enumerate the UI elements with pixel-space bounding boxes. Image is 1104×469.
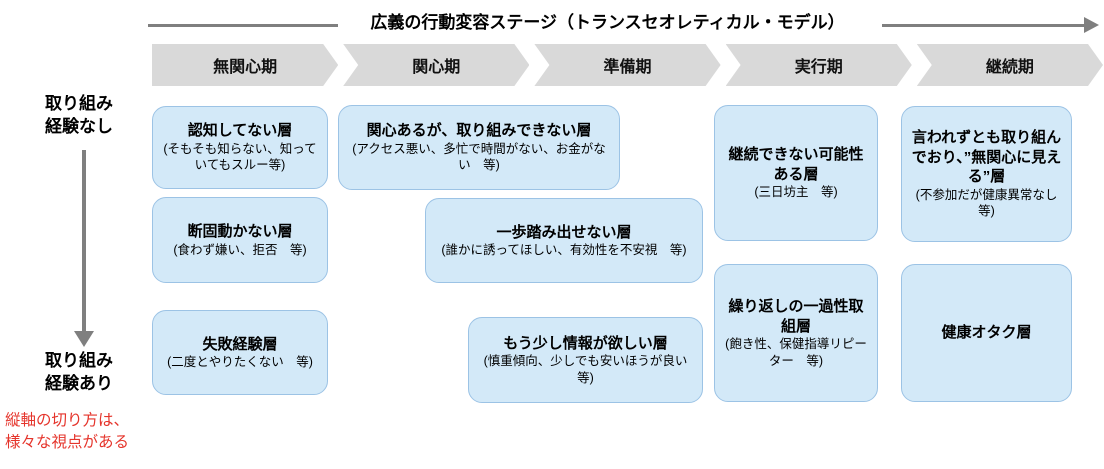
stage-chevron-preparation: 準備期 bbox=[534, 44, 720, 86]
stage-chevron-maintenance: 継続期 bbox=[917, 44, 1103, 86]
segment-sub: (食わず嫌い、拒否 等) bbox=[173, 242, 307, 257]
segment-title: 関心あるが、取り組みできない層 bbox=[366, 122, 592, 140]
segment-box-failure-experience: 失敗経験層 (二度とやりたくない 等) bbox=[152, 310, 328, 395]
segment-box-wants-more-info: もう少し情報が欲しい層 (慎重傾向、少しでも安いほうが良い 等) bbox=[468, 317, 703, 403]
vertical-axis-line bbox=[82, 150, 86, 331]
segment-sub: (不参加だが健康異常なし 等) bbox=[915, 187, 1070, 219]
segment-sub: (慎重傾向、少しでも安いほうが良い 等) bbox=[483, 354, 700, 385]
segment-box-may-not-continue: 継続できない可能性ある層 (三日坊主 等) bbox=[714, 105, 878, 241]
segment-box-repeated-one-off: 繰り返しの一過性取組層 (飽き性、保健指導リピーター 等) bbox=[714, 264, 878, 402]
segment-box-self-motivated-looks-indifferent: 言われずとも取り組んでおり、”無関心に見える”層 (不参加だが健康異常なし 等) bbox=[901, 106, 1072, 242]
segment-sub: (三日坊主 等) bbox=[754, 185, 838, 200]
segment-sub: (誰かに誘ってほしい、有効性を不安視 等) bbox=[441, 243, 687, 257]
segment-title: 失敗経験層 bbox=[202, 335, 278, 353]
segment-box-cannot-take-first-step: 一歩踏み出せない層 (誰かに誘ってほしい、有効性を不安視 等) bbox=[425, 198, 703, 283]
segment-title: 認知してない層 bbox=[187, 122, 293, 140]
segment-box-health-otaku: 健康オタク層 bbox=[901, 264, 1072, 402]
segment-title: もう少し情報が欲しい層 bbox=[503, 334, 668, 352]
segment-title: 繰り返しの一過性取組層 bbox=[728, 298, 864, 335]
segment-title: 言われずとも取り組んでおり、”無関心に見える”層 bbox=[911, 129, 1062, 186]
title-arrow-line-left bbox=[148, 24, 338, 27]
down-arrow-icon bbox=[74, 331, 94, 347]
segment-sub: (アクセス悪い、多忙で時間がない、お金がない 等) bbox=[352, 141, 606, 173]
segment-box-unaware: 認知してない層 (そもそも知らない、知っていてもスルー等) bbox=[152, 106, 328, 189]
segment-box-interested-but-cannot: 関心あるが、取り組みできない層 (アクセス悪い、多忙で時間がない、お金がない 等… bbox=[338, 105, 620, 190]
axis-label-has-experience: 取り組み 経験あり bbox=[45, 351, 113, 393]
stage-chevron-contemplation: 関心期 bbox=[343, 44, 529, 86]
segment-title: 健康オタク層 bbox=[941, 324, 1032, 342]
segment-sub: (そもそも知らない、知っていてもスルー等) bbox=[163, 141, 317, 173]
segment-box-firmly-unmoving: 断固動かない層 (食わず嫌い、拒否 等) bbox=[152, 197, 328, 283]
segment-sub: (飽き性、保健指導リピーター 等) bbox=[725, 337, 867, 368]
title-arrow-line-right bbox=[882, 24, 1084, 27]
segment-title: 継続できない可能性ある層 bbox=[728, 146, 864, 183]
segment-sub: (二度とやりたくない 等) bbox=[167, 355, 313, 369]
axis-note: 縦軸の切り方は、 様々な視点がある bbox=[5, 412, 130, 451]
stage-chevron-precontemplation: 無関心期 bbox=[152, 44, 338, 86]
right-arrow-icon bbox=[1084, 17, 1099, 33]
page-title: 広義の行動変容ステージ（トランスセオレティカル・モデル） bbox=[370, 13, 845, 32]
axis-label-no-experience: 取り組み 経験なし bbox=[45, 94, 113, 136]
segment-title: 一歩踏み出せない層 bbox=[496, 223, 632, 241]
stage-band: 無関心期 関心期 準備期 実行期 継続期 bbox=[152, 44, 1103, 86]
stage-chevron-action: 実行期 bbox=[726, 44, 912, 86]
segment-title: 断固動かない層 bbox=[187, 223, 293, 240]
